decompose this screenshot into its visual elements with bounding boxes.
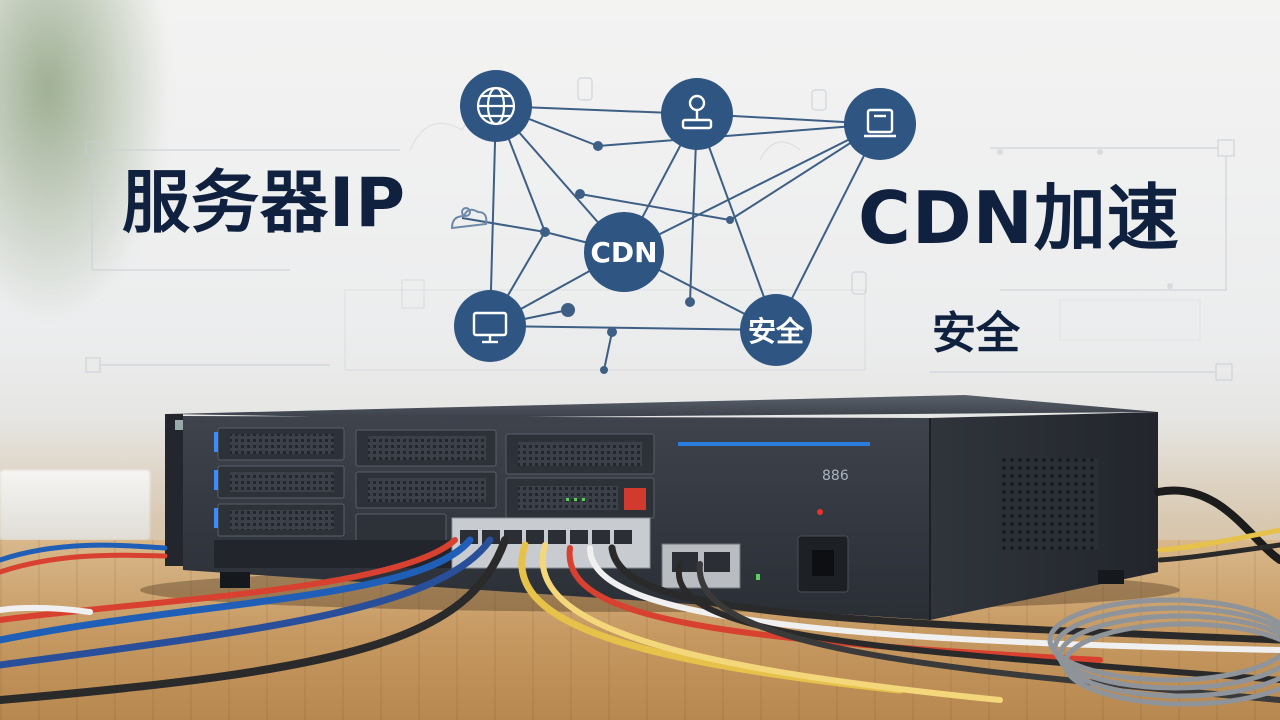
globe-node bbox=[460, 70, 532, 142]
coiled-cable bbox=[1047, 597, 1280, 707]
cloud-icon bbox=[450, 207, 488, 230]
foot-right bbox=[1098, 570, 1124, 584]
globe-icon bbox=[476, 86, 516, 126]
status-accent-bar bbox=[678, 442, 870, 446]
monitor-node bbox=[454, 290, 526, 362]
security-node-label: 安全 bbox=[748, 315, 805, 348]
switch-ports bbox=[460, 530, 632, 544]
monitor-icon bbox=[472, 311, 508, 344]
blurred-plant bbox=[0, 0, 180, 340]
device-icon bbox=[864, 108, 896, 138]
user-icon bbox=[681, 94, 713, 130]
rack-ear-light bbox=[175, 420, 187, 430]
network-cables bbox=[0, 486, 1280, 704]
chassis-left-ear bbox=[165, 414, 183, 566]
chassis-top bbox=[168, 395, 1158, 418]
drive-bays bbox=[217, 427, 655, 545]
cdn-node: CDN bbox=[584, 212, 664, 292]
drive-fault-indicator bbox=[624, 488, 646, 510]
server-ip-heading: 服务器IP bbox=[122, 164, 407, 243]
drive-activity-leds bbox=[214, 432, 218, 528]
cdn-node-label: CDN bbox=[590, 236, 657, 269]
side-vent bbox=[1000, 458, 1098, 550]
power-led bbox=[817, 509, 823, 515]
cdn-acceleration-heading: CDN加速 bbox=[858, 176, 1180, 260]
security-subheading: 安全 bbox=[932, 308, 1020, 359]
background-shelf bbox=[0, 470, 150, 540]
security-node: 安全 bbox=[740, 294, 812, 366]
user-node bbox=[661, 78, 733, 150]
device-node bbox=[844, 88, 916, 160]
network-junctions bbox=[540, 141, 734, 374]
model-badge: 886 bbox=[822, 468, 849, 484]
foot-left bbox=[220, 572, 250, 588]
